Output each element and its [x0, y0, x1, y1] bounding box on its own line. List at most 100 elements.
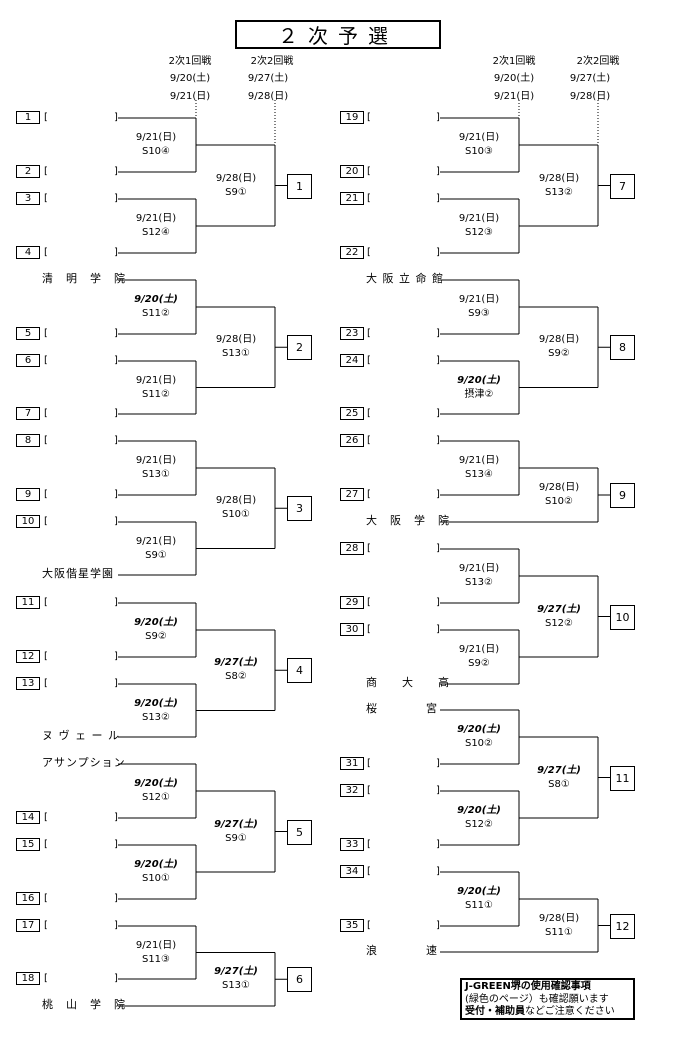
entry-bracket-close: ] — [114, 166, 118, 177]
round2-date-sat: 9/27(土) — [569, 73, 611, 84]
match-date: 9/21(日) — [458, 213, 500, 224]
entry-number-box: 17 — [16, 919, 40, 932]
entry-number-box: 10 — [16, 515, 40, 528]
round2-header: 2次2回戦 — [250, 56, 294, 67]
seeded-team-name: 大阪偕星学園 — [42, 567, 114, 580]
bracket-winner-box: 10 — [610, 604, 635, 630]
notice-emphasis: 受付・補助員 — [465, 1006, 525, 1017]
entry-bracket-close: ] — [114, 247, 118, 258]
match-venue: S11③ — [141, 953, 171, 965]
match-date: 9/28(日) — [215, 495, 257, 507]
match-venue: S9① — [145, 549, 167, 561]
entry-bracket-open: [ — [44, 920, 48, 931]
entry-bracket-close: ] — [114, 597, 118, 608]
entry-bracket-open: [ — [44, 435, 48, 446]
match-date: 9/20(土) — [134, 778, 178, 789]
bracket-winner-box: 12 — [610, 913, 635, 939]
round1-date-sat: 9/20(土) — [493, 73, 535, 84]
entry-number-box: 5 — [16, 327, 40, 340]
entry-bracket-close: ] — [114, 328, 118, 339]
entry-bracket-open: [ — [367, 920, 371, 931]
entry-number-box: 9 — [16, 488, 40, 501]
entry-bracket-open: [ — [367, 866, 371, 877]
match-date: 9/21(日) — [458, 455, 500, 466]
entry-bracket-open: [ — [367, 489, 371, 500]
match-venue: S12③ — [464, 227, 494, 238]
entry-bracket-open: [ — [367, 193, 371, 204]
entry-bracket-close: ] — [114, 435, 118, 446]
match-venue: S10① — [221, 509, 251, 521]
entry-bracket-open: [ — [44, 489, 48, 500]
match-venue: S11① — [544, 926, 574, 938]
entry-bracket-open: [ — [367, 408, 371, 419]
entry-number-box: 30 — [340, 623, 364, 636]
match-date: 9/20(土) — [457, 724, 501, 735]
match-date: 9/21(日) — [458, 132, 500, 143]
entry-bracket-open: [ — [44, 678, 48, 689]
entry-number-box: 28 — [340, 542, 364, 555]
round1-date-sun: 9/21(日) — [169, 91, 211, 102]
match-date: 9/20(土) — [457, 374, 501, 386]
match-venue: S10① — [141, 873, 171, 884]
entry-bracket-open: [ — [367, 839, 371, 850]
entry-bracket-close: ] — [114, 193, 118, 204]
match-venue: S12① — [141, 792, 171, 803]
match-venue: S9③ — [468, 308, 490, 319]
match-venue: S13① — [221, 980, 251, 992]
match-venue: S13② — [141, 711, 171, 723]
match-venue: S13② — [544, 186, 574, 198]
entry-bracket-open: [ — [367, 166, 371, 177]
entry-bracket-open: [ — [44, 166, 48, 177]
bracket-winner-box: 3 — [287, 496, 312, 522]
match-venue: S12② — [464, 819, 494, 830]
match-venue: S13④ — [464, 469, 494, 480]
match-venue: S10② — [544, 496, 574, 507]
venue-notice: J-GREEN堺の使用確認事項 (緑色のページ）も確認願います 受付・補助員など… — [460, 978, 635, 1020]
bracket-winner-box: 5 — [287, 819, 312, 845]
entry-bracket-open: [ — [44, 839, 48, 850]
entry-bracket-open: [ — [44, 355, 48, 366]
entry-number-box: 34 — [340, 865, 364, 878]
round2-date-sun: 9/28(日) — [247, 91, 289, 102]
entry-bracket-open: [ — [44, 247, 48, 258]
entry-bracket-open: [ — [367, 435, 371, 446]
entry-bracket-close: ] — [436, 866, 440, 877]
match-venue: S11② — [141, 388, 171, 400]
entry-bracket-close: ] — [436, 355, 440, 366]
round1-date-sat: 9/20(土) — [169, 73, 211, 84]
match-date: 9/27(土) — [214, 657, 258, 669]
match-venue: S13① — [221, 348, 251, 360]
entry-number-box: 32 — [340, 784, 364, 797]
seeded-team-name: 清 明 学 院 — [42, 272, 126, 285]
match-date: 9/21(日) — [135, 535, 177, 547]
entry-number-box: 31 — [340, 757, 364, 770]
entry-number-box: 33 — [340, 838, 364, 851]
match-venue: S9② — [468, 658, 490, 669]
seeded-team-name: 大 阪 学 院 — [366, 514, 450, 527]
entry-number-box: 6 — [16, 354, 40, 367]
match-venue: S9② — [548, 348, 570, 360]
entry-bracket-close: ] — [436, 435, 440, 446]
entry-number-box: 26 — [340, 434, 364, 447]
match-date: 9/21(日) — [458, 563, 500, 574]
match-date: 9/28(日) — [538, 172, 580, 184]
entry-number-box: 25 — [340, 407, 364, 420]
entry-bracket-close: ] — [114, 893, 118, 904]
bracket-winner-box: 4 — [287, 658, 312, 684]
match-date: 9/20(土) — [134, 294, 178, 305]
match-date: 9/21(日) — [135, 939, 177, 951]
match-venue: S9① — [225, 186, 247, 198]
entry-number-box: 3 — [16, 192, 40, 205]
entry-bracket-close: ] — [114, 408, 118, 419]
match-date: 9/21(日) — [135, 374, 177, 386]
bracket-winner-box: 7 — [610, 173, 635, 199]
entry-bracket-open: [ — [44, 893, 48, 904]
entry-bracket-open: [ — [44, 328, 48, 339]
match-date: 9/21(日) — [458, 294, 500, 305]
seeded-team-name: ヌ ヴ ェ ー ル — [42, 729, 120, 742]
match-date: 9/28(日) — [215, 172, 257, 184]
entry-bracket-close: ] — [436, 489, 440, 500]
match-date: 9/20(土) — [457, 886, 501, 897]
match-date: 9/27(土) — [537, 764, 581, 776]
